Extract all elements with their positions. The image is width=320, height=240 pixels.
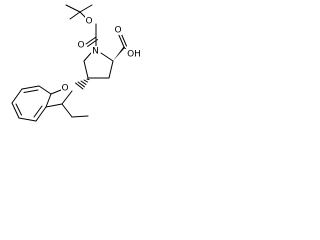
bond-tbu-methyl-3 [69,11,81,20]
sec-butyl-group [45,90,89,118]
bond-ar-2 [21,85,40,90]
bond-ar-5 [18,117,37,122]
atom-bg-n-ring [91,46,100,56]
bond-ar-inner-1 [23,89,39,93]
bond-ar-6 [35,106,47,122]
bond-ar-7 [45,93,52,108]
atom-o-ether: O [61,84,68,94]
boc-carbamate [85,23,98,47]
hash-line-5 [75,82,84,90]
benzene-ring [11,85,52,122]
bond-ar-inner-3 [33,105,43,118]
bond-ar-3 [11,88,23,104]
hash-line-1 [86,78,90,81]
bond-ch-methyl [61,90,73,105]
atom-bg-o-ether [61,83,69,93]
bond-oxygen-aryl [50,89,62,95]
bond-c4-c5 [83,60,89,79]
bond-ring-ch [45,103,63,108]
molecule-structure: O O N O OH O [11,4,143,122]
wedge-c2-cooh [113,46,125,61]
bond-ar-1 [38,85,52,95]
atom-bg-o-ester-boc [85,16,93,26]
hash-line-3 [80,80,87,85]
bond-ch-ethyl [61,103,73,118]
atom-o-carbonyl-boc: O [77,41,84,51]
bond-c2-c3 [108,60,114,79]
hash-line-4 [77,81,85,88]
atom-n-ring: N [92,47,99,57]
bond-ar-4 [11,102,20,119]
bond-cooh-double-a [117,32,125,48]
atom-o-carbonyl-acid: O [114,26,121,36]
atom-oh-acid: OH [127,50,141,60]
bond-tbu-methyl-2 [79,4,93,13]
bond-c5-n [83,52,92,62]
atom-bg-o-carbonyl-acid [114,25,122,35]
bond-tbu-methyl-1 [65,4,81,13]
bond-ethyl-methyl [71,115,89,118]
atom-labels: O O N O OH O [61,16,143,94]
hash-c4-oxygen [75,78,90,90]
bond-ar-inner-2 [15,103,22,116]
bond-n-c2 [100,52,114,62]
atom-bg-o-carbonyl-boc [77,40,85,50]
hash-line-2 [83,79,88,83]
bond-carbonyl-double-a [85,36,97,45]
atom-o-ester-boc: O [85,17,92,27]
atom-bg-oh-acid [125,49,143,59]
pyrrolidine-ring [83,52,114,79]
